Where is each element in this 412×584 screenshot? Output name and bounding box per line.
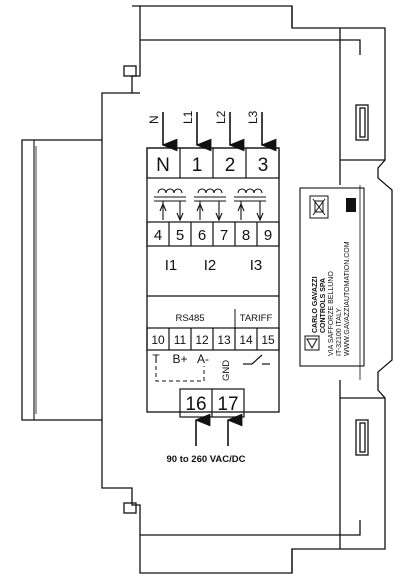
supply-voltage-label: 90 to 260 VAC/DC [166,454,245,465]
carlo-gavazzi-logo [304,335,320,351]
tariff-label: TARIFF [240,313,273,324]
rs485-pin-b-plus: B+ [172,352,187,366]
wire-label-l1: L1 [181,110,195,124]
wire-label-n: N [147,115,161,124]
ct-symbol-i3 [234,188,266,222]
ct-symbol-i2 [194,188,226,222]
rs485-pin-t: T [152,352,160,366]
tariff-switch-symbol [243,354,270,365]
current-input-i3: I3 [250,257,263,274]
bottom-terminal-row [146,327,280,351]
rs485-label: RS485 [175,313,204,324]
label-line-4: IT-32100 ITALY [336,308,343,356]
terminal-8: 8 [242,227,250,244]
terminal-13: 13 [217,333,231,347]
label-line-3: VIA SAFFORZE BELLUNO [328,271,335,356]
terminal-n: N [156,155,170,176]
terminal-9: 9 [264,227,272,244]
label-line-2: CONTROLS SPA [320,278,327,333]
gnd-pin-label: GND [221,360,232,381]
current-input-i2: I2 [204,257,217,274]
label-line-5: WWW.GAVAZZIAUTOMATION.COM [344,241,351,356]
terminal-11: 11 [174,333,187,347]
ct-terminal-row [146,221,280,247]
wire-label-l3: L3 [246,110,260,124]
terminal-4: 4 [154,227,162,244]
terminal-10: 10 [151,333,165,347]
terminal-5: 5 [176,227,184,244]
wire-label-l2: L2 [214,110,228,124]
rs485-termination-link [155,366,205,382]
rs485-pin-a-minus: A- [197,352,209,366]
barcode-marker [346,198,356,212]
terminal-14: 14 [239,333,253,347]
terminal-2: 2 [225,155,236,176]
power-terminal-block [179,388,245,418]
terminal-7: 7 [220,227,228,244]
ct-symbols [154,188,266,222]
current-input-i1: I1 [165,257,178,274]
terminal-1: 1 [192,155,203,176]
terminal-15: 15 [261,333,275,347]
input-wires: N L1 L2 L3 [147,110,277,152]
terminal-12: 12 [195,333,209,347]
terminal-16: 16 [185,394,206,415]
terminal-3: 3 [258,155,269,176]
meter-housing [21,5,393,574]
weee-bin-icon [309,195,329,219]
terminal-17: 17 [217,394,238,415]
ct-symbol-i1 [154,188,186,222]
label-plate: CARLO GAVAZZI CONTROLS SPA VIA SAFFORZE … [299,187,365,367]
terminal-panel [146,147,280,413]
terminal-6: 6 [198,227,206,244]
voltage-terminal-row [146,147,280,179]
label-line-1: CARLO GAVAZZI [312,276,319,333]
